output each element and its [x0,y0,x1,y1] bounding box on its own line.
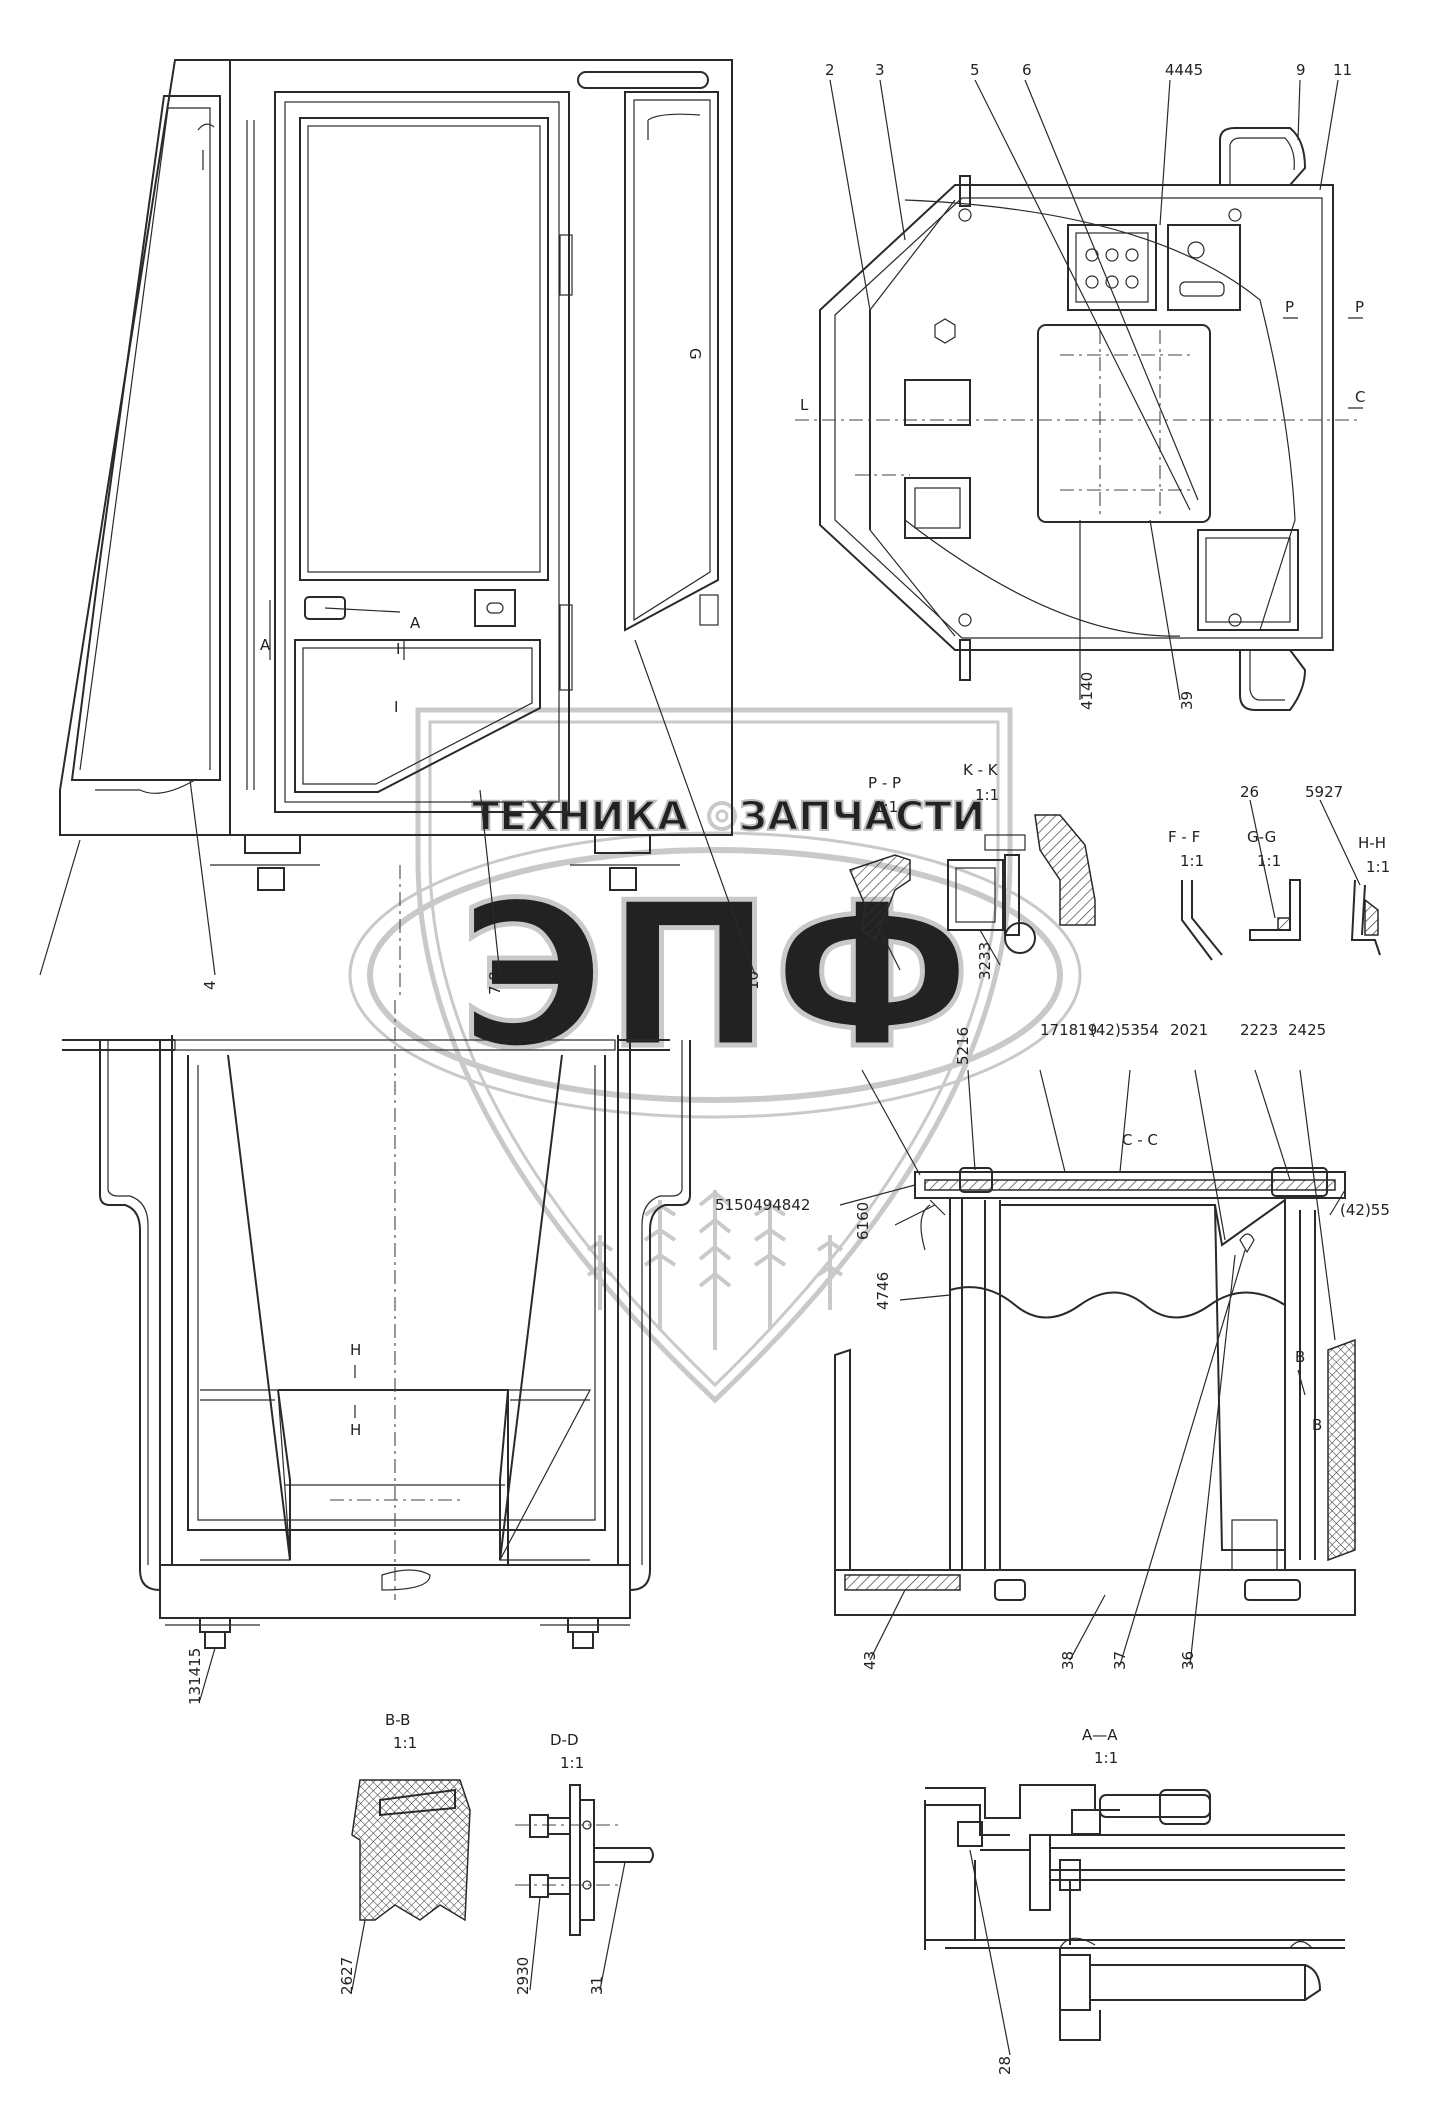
label-p38: 38 [1059,1651,1077,1670]
marker-c1: C [1355,388,1365,406]
label-p4140: 4140 [1078,672,1096,710]
label-p9: 9 [1296,61,1306,79]
label-p42-5354: (42)5354 [1090,1021,1159,1039]
section-pp-title: P - P [868,774,901,792]
section-ff-scale: 1:1 [1180,852,1204,870]
section-ff-title: F - F [1168,828,1200,846]
watermark-text-left: ТЕХНИКА [472,794,688,840]
marker-p1: P [1285,298,1294,316]
label-p6: 6 [1022,61,1032,79]
section-bb-scale: 1:1 [393,1734,417,1752]
label-p31: 31 [588,1976,606,1995]
section-kk-title: K - K [963,761,999,779]
section-aa-scale: 1:1 [1094,1749,1118,1767]
marker-i1: I [396,640,400,658]
marker-i2: I [394,698,398,716]
marker-b1: B [1295,1348,1305,1366]
label-p78: 7 8 [486,971,504,995]
label-p2930: 2930 [514,1957,532,1995]
label-p37: 37 [1111,1651,1129,1670]
label-p43: 43 [861,1651,879,1670]
label-p36: 36 [1179,1651,1197,1670]
label-p5927: 5927 [1305,783,1343,801]
section-hh-title: H-H [1358,834,1386,852]
label-p28: 28 [996,2056,1014,2075]
cab-front-view: H H 131415 [62,1000,691,1705]
section-bb-title: B-B [385,1711,410,1729]
label-p2425: 2425 [1288,1021,1326,1039]
label-p39: 39 [1178,691,1196,710]
label-p5150: 5150494842 [715,1196,810,1214]
section-gg-title: G-G [1247,828,1276,846]
label-p11: 11 [1333,61,1352,79]
label-p2223: 2223 [1240,1021,1278,1039]
gear-icon [707,801,737,831]
section-c-c: C - C 12 5216 171819 (42)5354 2021 2223 … [715,1021,1390,1670]
marker-p2: P [1355,298,1364,316]
label-p3435: 3435 [868,947,886,985]
section-k-k: K - K 1:1 3233 [947,761,1096,980]
section-g-g: G-G 1:1 26 [1240,783,1301,941]
label-p42-55: (42)55 [1340,1201,1390,1219]
label-p6160: 6160 [854,1202,872,1240]
label-p3: 3 [875,61,885,79]
label-p2627: 2627 [338,1957,356,1995]
section-cc-title: C - C [1122,1131,1158,1149]
marker-b2: B [1312,1416,1322,1434]
label-p2: 2 [825,61,835,79]
marker-l1: L [800,396,809,414]
section-f-f: F - F 1:1 [1168,828,1223,961]
section-dd-scale: 1:1 [560,1754,584,1772]
label-p3233: 3233 [976,942,994,980]
section-hh-scale: 1:1 [1366,858,1390,876]
watermark-monogram: ЭПФ [459,860,972,1093]
watermark-text-right: ЗАПЧАСТИ [739,794,985,840]
section-pp-scale: 1:1 [874,798,898,816]
label-p4445: 4445 [1165,61,1203,79]
section-d-d: D-D 1:1 2930 31 [514,1731,654,1995]
label-p2021: 2021 [1170,1021,1208,1039]
marker-h2: H [350,1421,361,1439]
section-b-b: B-B 1:1 2627 [338,1711,471,1995]
marker-h1: H [350,1341,361,1359]
section-gg-scale: 1:1 [1257,852,1281,870]
section-dd-title: D-D [550,1731,579,1749]
section-kk-scale: 1:1 [975,786,999,804]
marker-a1: A [260,636,271,654]
label-p171819: 171819 [1040,1021,1097,1039]
label-p10: 10 [744,971,762,990]
label-p4: 4 [201,980,219,990]
label-p26: 26 [1240,783,1259,801]
label-p5: 5 [970,61,980,79]
label-p131415: 131415 [186,1648,204,1705]
marker-g1: G [686,348,704,360]
cab-side-view: A A I I G 4 7 8 10 [39,59,762,1000]
section-aa-title: A—A [1082,1726,1118,1744]
label-p5216: 5216 [954,1027,972,1065]
section-p-p: P - P 1:1 3435 [848,774,911,985]
label-p4746: 4746 [874,1272,892,1310]
label-p12: 12 [856,1026,875,1044]
section-h-h: H-H 1:1 5927 [1305,783,1390,956]
marker-a2: A [410,614,421,632]
section-a-a: A—A 1:1 28 [924,1726,1345,2075]
cab-plan-view: 2 3 5 6 4445 9 11 4140 39 L P P C [795,61,1365,711]
wheat-ear-icon [586,1190,844,1350]
